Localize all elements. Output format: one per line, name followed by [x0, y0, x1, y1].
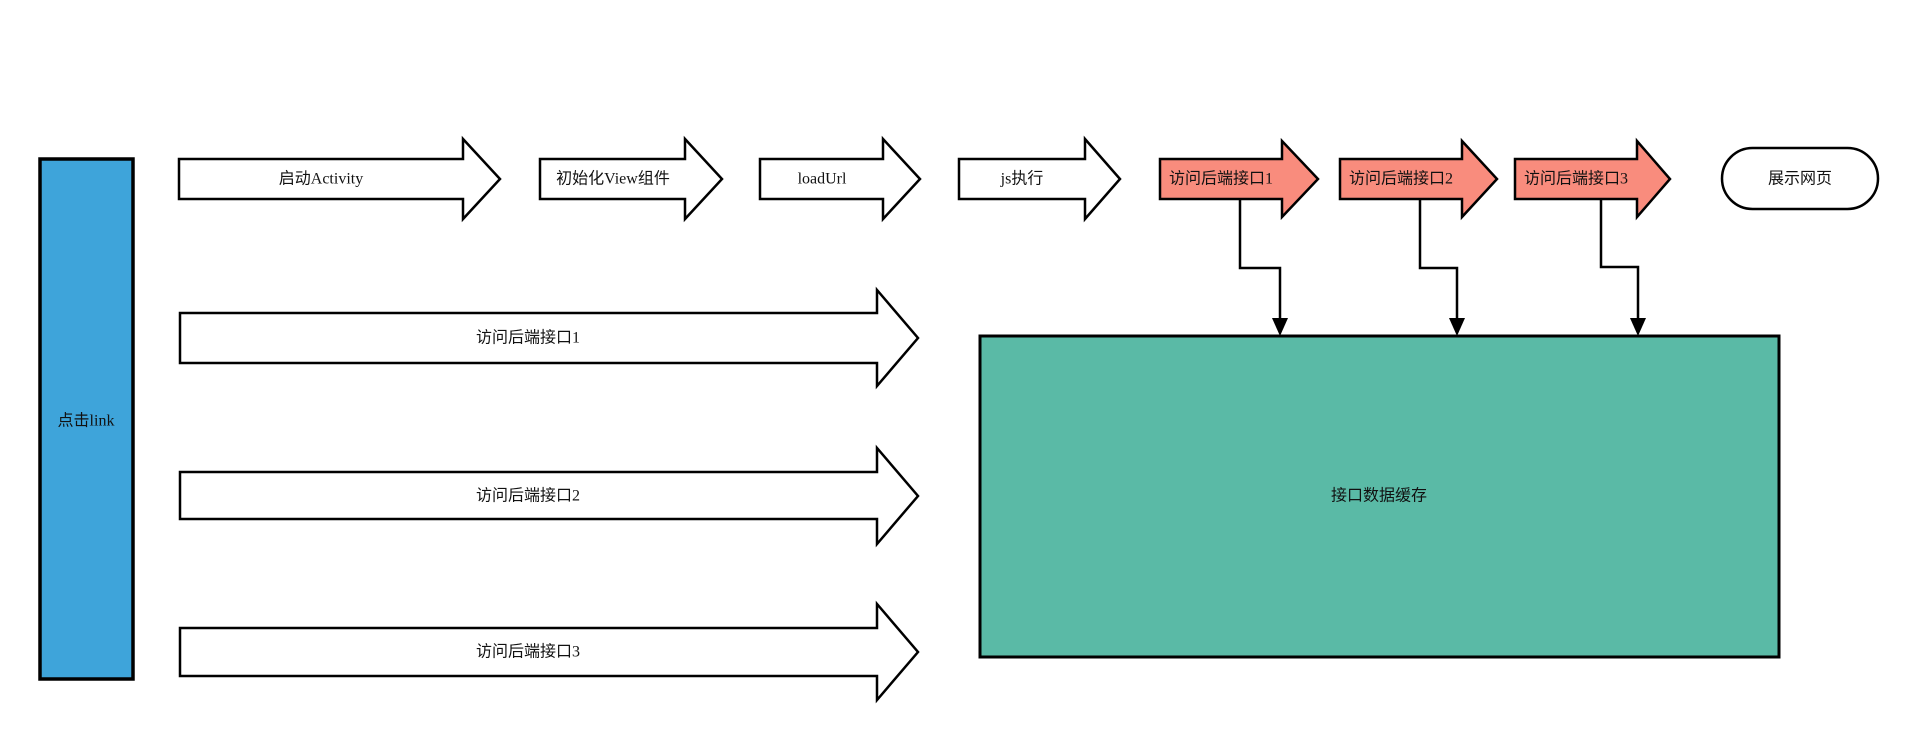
node-cache-box: 接口数据缓存	[978, 334, 1781, 659]
arrow-call-api-1-shape	[1158, 137, 1320, 221]
arrow-launch-activity: 启动Activity	[177, 135, 502, 223]
arrow-loadurl-shape	[758, 135, 922, 223]
connector-api-2-arrowhead-icon	[1449, 318, 1465, 336]
node-click-link-label: 点击link	[58, 412, 115, 430]
arrow-js-exec-label: js执行	[1000, 170, 1044, 188]
arrow-launch-activity-label: 启动Activity	[279, 170, 363, 188]
node-click-link-shape	[38, 157, 135, 681]
arrow-launch-activity-shape	[177, 135, 502, 223]
arrow-loadurl-label: loadUrl	[798, 171, 847, 188]
node-cache-box-label: 接口数据缓存	[1331, 487, 1427, 505]
connector-api-1-line	[1238, 200, 1282, 320]
connector-api-3-line	[1599, 200, 1640, 320]
long-arrow-api-3-shape	[178, 600, 920, 704]
connector-api-1-to-cache	[1238, 200, 1288, 336]
arrow-call-api-2-shape	[1338, 137, 1499, 221]
arrow-call-api-3-shape	[1513, 137, 1672, 221]
arrow-loadurl: loadUrl	[758, 135, 922, 223]
arrow-call-api-2: 访问后端接口2	[1338, 137, 1499, 221]
arrow-call-api-1-label: 访问后端接口1	[1169, 170, 1273, 188]
arrow-js-exec: js执行	[957, 135, 1122, 223]
connector-api-2-to-cache	[1418, 200, 1465, 336]
node-cache-box-shape	[978, 334, 1781, 659]
connector-api-3-arrowhead-icon	[1630, 318, 1646, 336]
arrow-call-api-3: 访问后端接口3	[1513, 137, 1672, 221]
long-arrow-api-2-shape	[178, 444, 920, 548]
arrow-js-exec-shape	[957, 135, 1122, 223]
long-arrow-api-2: 访问后端接口2	[178, 444, 920, 548]
arrow-call-api-2-label: 访问后端接口2	[1349, 170, 1453, 188]
node-show-webpage-shape	[1720, 146, 1880, 211]
long-arrow-api-1-label: 访问后端接口1	[476, 329, 580, 347]
node-show-webpage-label: 展示网页	[1768, 171, 1832, 188]
long-arrow-api-1-shape	[178, 286, 920, 390]
arrow-init-view-label: 初始化View组件	[556, 170, 670, 188]
arrow-init-view: 初始化View组件	[538, 135, 724, 223]
long-arrow-api-1: 访问后端接口1	[178, 286, 920, 390]
connector-api-1-arrowhead-icon	[1272, 318, 1288, 336]
long-arrow-api-3-label: 访问后端接口3	[476, 643, 580, 661]
arrow-init-view-shape	[538, 135, 724, 223]
connector-api-2-line	[1418, 200, 1459, 320]
arrow-call-api-3-label: 访问后端接口3	[1524, 170, 1628, 188]
long-arrow-api-2-label: 访问后端接口2	[476, 487, 580, 505]
node-click-link: 点击link	[38, 157, 135, 681]
node-show-webpage: 展示网页	[1720, 146, 1880, 211]
long-arrow-api-3: 访问后端接口3	[178, 600, 920, 704]
connector-api-3-to-cache	[1599, 200, 1646, 336]
arrow-call-api-1: 访问后端接口1	[1158, 137, 1320, 221]
